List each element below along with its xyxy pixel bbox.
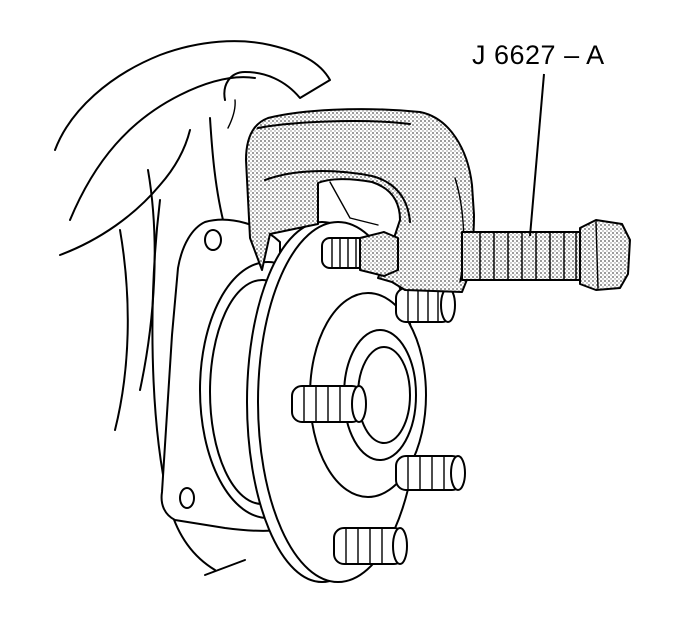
wheel-stud-lower-right: [395, 455, 466, 491]
forcing-screw: [461, 219, 631, 291]
steering-knuckle-outline: [54, 40, 331, 576]
wheel-stud-left: [291, 385, 367, 423]
callout-leader-line: [529, 73, 545, 237]
tool-callout-label: J 6627 – A: [472, 40, 605, 70]
wheel-stud-upper-right: [395, 287, 456, 323]
wheel-stud-bottom: [333, 527, 408, 565]
puller-screw-tip: [359, 231, 399, 277]
puller-tool-body: [245, 108, 475, 293]
